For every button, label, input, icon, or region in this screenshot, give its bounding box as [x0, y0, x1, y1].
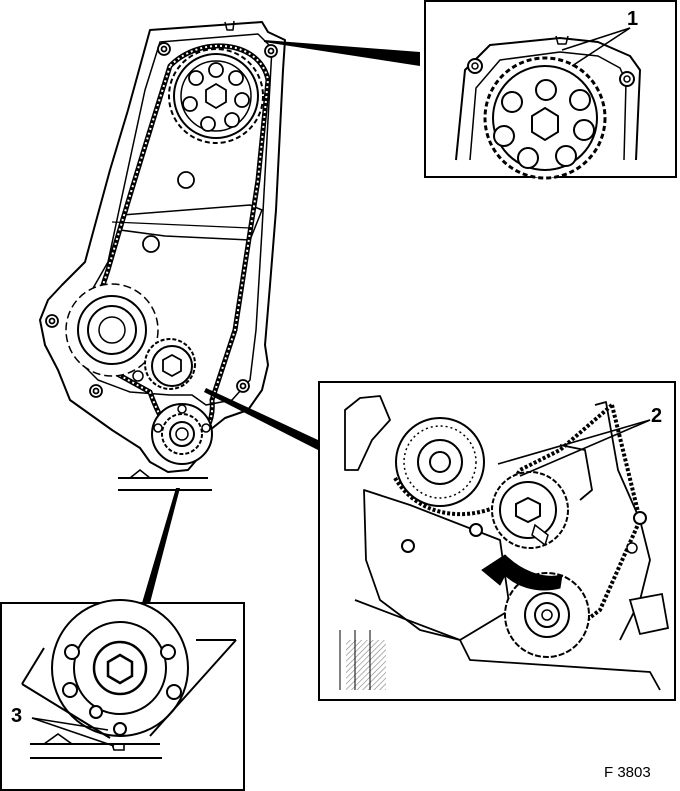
- leader-wedges: [142, 40, 420, 603]
- callout-label-1: 1: [627, 8, 639, 30]
- figure-id: F 3803: [604, 764, 651, 781]
- water-pump: [65, 283, 159, 377]
- detail-3-crankshaft-mark: [0, 599, 245, 791]
- detail-1-camshaft-mark: [424, 0, 677, 180]
- crank-reference-mark: [118, 469, 212, 491]
- rotation-arrow-icon: [481, 554, 563, 591]
- callout-label-2: 2: [651, 405, 663, 427]
- detail-2-tensioner-adjust: [318, 381, 676, 701]
- engine-front-cover: [39, 20, 286, 473]
- callout-label-3: 3: [11, 705, 23, 727]
- camshaft-sprocket: [168, 48, 264, 144]
- cover-bolts: [45, 42, 278, 398]
- crankshaft-sprocket: [151, 403, 213, 465]
- tensioner-pulley: [132, 338, 196, 390]
